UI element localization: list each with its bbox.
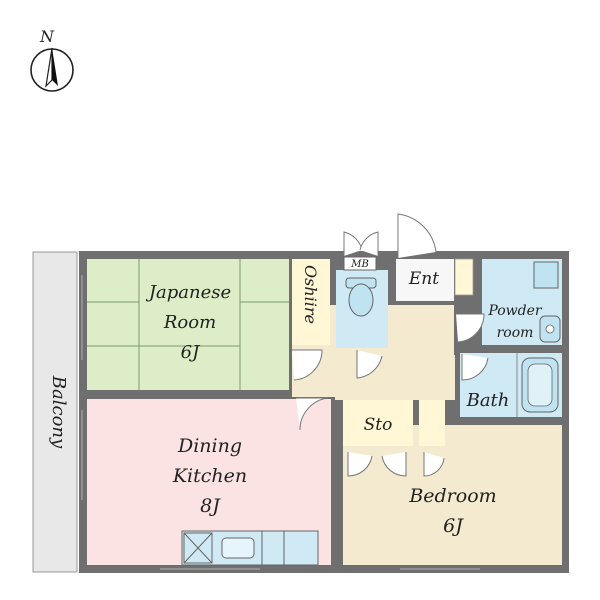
toilet-bowl-icon xyxy=(348,283,374,317)
bedroom-label-1: Bedroom xyxy=(408,485,496,507)
powder-room-label-2: room xyxy=(497,325,534,341)
oshiire-closet xyxy=(292,259,330,345)
washing-machine-icon xyxy=(533,261,559,289)
dining-kitchen xyxy=(87,399,331,566)
meter-box xyxy=(343,256,377,271)
japanese-room-label-1: Japanese xyxy=(145,282,231,303)
ent-label: Ent xyxy=(408,269,439,289)
powder-room-label-1: Powder xyxy=(487,303,543,319)
oshiire-label: Oshiire xyxy=(301,265,320,324)
windows xyxy=(81,275,480,570)
balcony xyxy=(32,251,78,573)
dining-kitchen-label-1: Dining xyxy=(177,435,242,457)
bath-label: Bath xyxy=(466,390,510,411)
compass-label: N xyxy=(39,27,55,46)
toilet-room xyxy=(336,270,388,348)
doors xyxy=(292,213,489,477)
japanese-room-label-3: 6J xyxy=(181,342,201,363)
bedroom-label-2: 6J xyxy=(443,515,464,537)
dining-kitchen-label-2: Kitchen xyxy=(172,465,247,487)
dining-kitchen-label-3: 8J xyxy=(200,495,221,517)
storage-label: Sto xyxy=(364,415,393,435)
north-compass-icon: N xyxy=(30,27,74,92)
balcony-label: Balcony xyxy=(48,375,69,449)
powder-room xyxy=(482,259,562,345)
japanese-room-label-2: Room xyxy=(163,312,216,333)
kitchen-sink-icon xyxy=(221,537,255,559)
entrance xyxy=(396,258,474,301)
mb-label: MB xyxy=(350,259,369,270)
japanese-room xyxy=(87,259,289,390)
